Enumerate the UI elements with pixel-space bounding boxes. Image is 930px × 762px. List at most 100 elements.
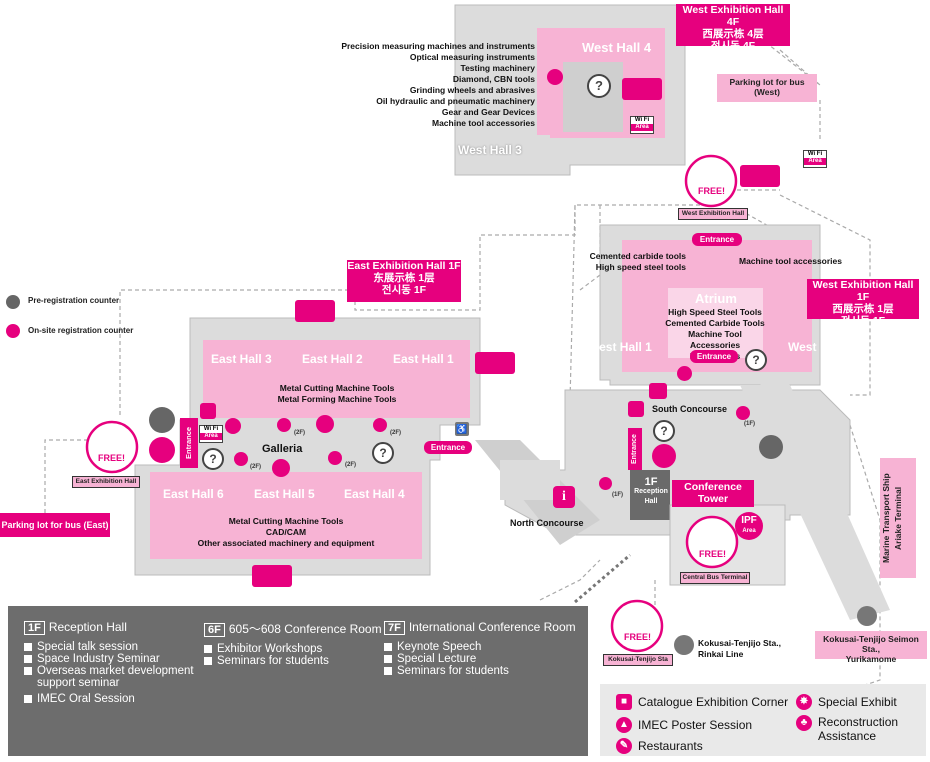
icon-legend: ■Catalogue Exhibition Corner ✸Special Ex… (600, 684, 926, 756)
east-hall-5-label: East Hall 5 (254, 487, 315, 501)
special-exhibit-icon-north (316, 415, 334, 433)
imec-icon-concourse (628, 401, 644, 417)
free-bus-label-east: FREE! (98, 453, 125, 463)
central-bus-terminal-sign: Central Bus Terminal (680, 572, 750, 584)
imec-poster-icon: ▲ (616, 717, 632, 733)
information-icon-concourse[interactable]: ? (653, 420, 675, 442)
restaurant-icon-west (677, 366, 692, 381)
restaurant-icon-east-d (328, 451, 342, 465)
pre-registration-counter-east (149, 407, 175, 433)
east-hall-building (134, 317, 481, 576)
pre-registration-legend: Pre-registration counter (28, 296, 120, 305)
floor-2f-tag-a: (2F) (294, 430, 305, 436)
free-bus-label-west: FREE! (698, 186, 725, 196)
east-entrance-west: Entrance (181, 420, 197, 466)
restaurant-icon-concourse (736, 406, 750, 420)
west-hall-2-label: West Hall 2 (788, 340, 852, 354)
restaurant-icon-east-a (277, 418, 291, 432)
information-icon-west1f[interactable]: ? (745, 349, 767, 371)
onsite-registration-dot (6, 324, 20, 338)
imec-icon-east (200, 403, 216, 419)
legend-catalogue: ■Catalogue Exhibition Corner (616, 694, 788, 710)
information-icon-east-east[interactable]: ? (372, 442, 394, 464)
information-desk-icon: i (553, 486, 575, 508)
floor-2f-tag-c: (2F) (250, 464, 261, 470)
galleria-label: Galleria (262, 443, 303, 455)
information-icon-east-west[interactable]: ? (202, 448, 224, 470)
atrium-label: Atrium (695, 291, 737, 306)
restaurant-icon-reception (599, 477, 612, 490)
special-exhibit-icon-south (272, 459, 290, 477)
special-exhibit-icon: ✸ (796, 694, 812, 710)
food-truck-icons (252, 78, 780, 587)
train-icon-yurikamome (857, 606, 877, 626)
east-exhibition-hall-bus-sign: East Exhibition Hall (72, 476, 140, 488)
west-exhibition-hall-bus-sign: West Exhibition Hall (678, 208, 748, 220)
floor-2f-tag-b: (2F) (390, 430, 401, 436)
free-bus-label-kokusai: FREE! (624, 632, 651, 642)
onsite-registration-counter-east (149, 437, 175, 463)
west-hall-4-label: West Hall 4 (582, 40, 652, 55)
restaurant-icon-east-b (373, 418, 387, 432)
kokusai-tenjijo-seimon-yurikamome: Kokusai-Tenjijo Seimon Sta.,Yurikamome (815, 631, 927, 664)
west-hall-3-label: West Hall 3 (458, 143, 522, 157)
walkway (574, 553, 631, 604)
east-hall-3-label: East Hall 3 (211, 352, 272, 366)
reconstruction-icon: ♣ (796, 715, 812, 731)
legend-restaurants: ✎Restaurants (616, 738, 703, 754)
west-entrance-atrium: Entrance (690, 350, 738, 363)
imec-poster-icon-east (225, 418, 241, 434)
north-concourse-label: North Concourse (510, 518, 584, 528)
floor-1f-tag-b: (1F) (612, 492, 623, 498)
concourse-entrance: Entrance (628, 428, 642, 470)
train-icon-rinkai (674, 635, 694, 655)
parking-lot-bus-east: Parking lot for bus (East) (0, 513, 110, 537)
accessible-icon-east: ♿ (455, 422, 469, 436)
south-concourse-label: South Concourse (652, 404, 728, 414)
west-entrance-north: Entrance (692, 233, 742, 246)
east-entrance-east: Entrance (424, 441, 472, 454)
restaurant-icon-east-c (234, 452, 248, 466)
kokusai-tenjijo-rinkai-label: Kokusai-Tenjijo Sta.,Rinkai Line (698, 638, 781, 659)
east-hall-4-label: East Hall 4 (344, 487, 405, 501)
floor-2f-tag-d: (2F) (345, 462, 356, 468)
catalogue-icon: ■ (616, 694, 632, 710)
restaurant-icon: ✎ (616, 738, 632, 754)
west-hall-2-exhibit: Machine tool accessories (739, 256, 842, 266)
kokusai-tenjijo-sta-sign: Kokusai-Tenjijo Sta (603, 654, 673, 666)
west-hall-1-label: West Hall 1 (588, 340, 652, 354)
east-hall-1-label: East Hall 1 (393, 352, 454, 366)
parking-lot-bus-west: Parking lot for bus(West) (717, 74, 817, 102)
floor-1f-tag-a: (1F) (744, 421, 755, 427)
concourse-area (475, 385, 890, 620)
free-bus-icons (85, 154, 739, 653)
onsite-registration-legend: On-site registration counter (28, 326, 134, 335)
legend-special-exhibit: ✸Special Exhibit (796, 694, 897, 710)
east-hall-2-label: East Hall 2 (302, 352, 363, 366)
east-hall-6-label: East Hall 6 (163, 487, 224, 501)
west-hall-4-exhibit-list: Precision measuring machines and instrum… (341, 41, 535, 128)
reconstruction-icon-west4 (547, 69, 563, 85)
pre-registration-dot (6, 295, 20, 309)
free-bus-label-central: FREE! (699, 549, 726, 559)
information-icon-west4[interactable]: ? (587, 74, 611, 98)
catalogue-icon-concourse (649, 383, 667, 399)
legend-imec-poster: ▲IMEC Poster Session (616, 717, 752, 733)
